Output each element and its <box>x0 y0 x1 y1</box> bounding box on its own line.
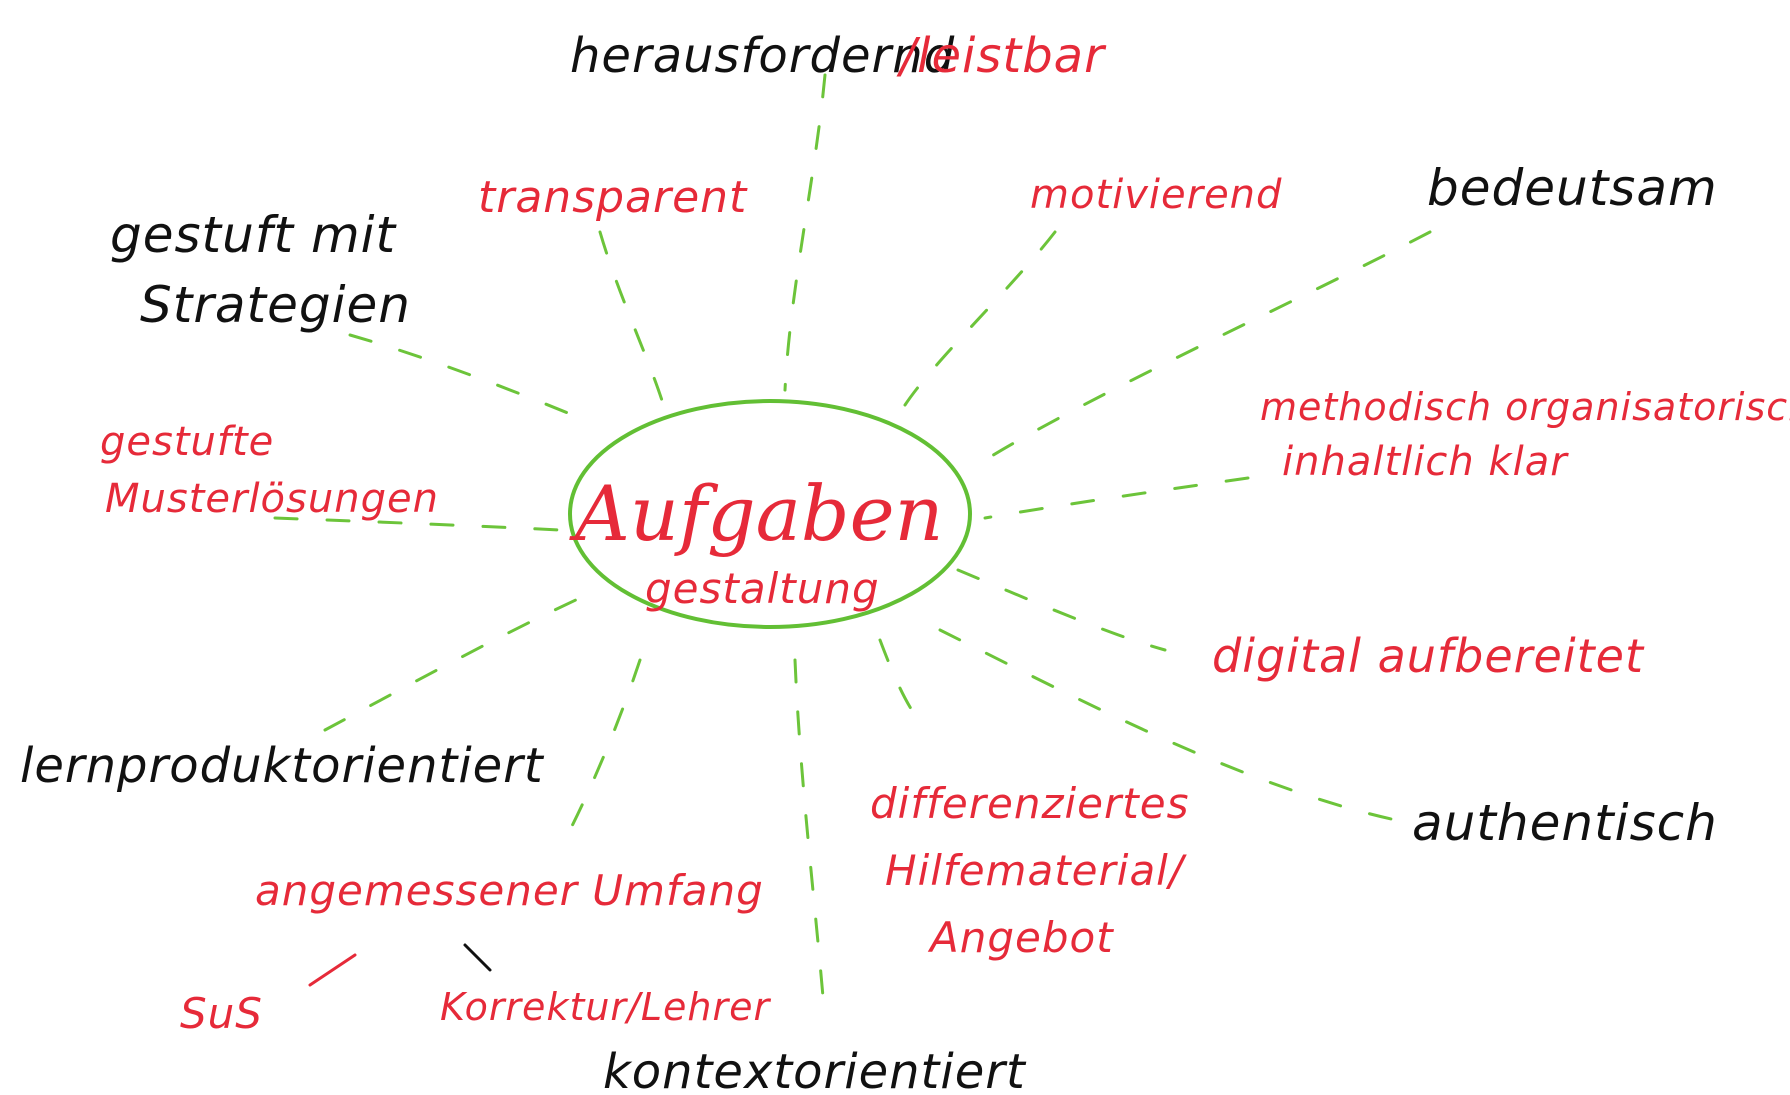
node-methodisch-line1: methodisch organisatorisch <box>1260 385 1790 429</box>
connector-kontext <box>793 658 827 1022</box>
node-leistbar: /leistbar <box>896 28 1107 84</box>
node-sus: SuS <box>180 989 263 1038</box>
connector-gestuft <box>348 333 582 420</box>
connector-digital <box>956 568 1167 652</box>
node-muster-line2: Musterlösungen <box>105 476 439 522</box>
node-transparent: transparent <box>478 172 748 223</box>
node-motivierend: motivierend <box>1030 172 1282 218</box>
center-title: Aufgaben <box>569 469 944 558</box>
node-gestuft-line2: Strategien <box>140 276 411 334</box>
node-kontext: kontextorientiert <box>603 1044 1027 1095</box>
connector-lernprodukt <box>323 596 582 732</box>
node-diff-line2: Hilfematerial/ <box>885 846 1187 895</box>
center-ellipse <box>568 399 972 629</box>
connector-diff <box>878 638 917 717</box>
connector-transparent <box>598 230 667 412</box>
connector-bedeutsam <box>983 230 1432 462</box>
node-gestuft-line1: gestuft mit <box>110 206 398 264</box>
node-diff-line3: Angebot <box>927 913 1114 962</box>
stroke-sus <box>308 953 357 987</box>
node-herausfordernd: herausfordernd <box>570 28 955 84</box>
connector-umfang <box>568 658 642 832</box>
connector-motivierend <box>903 230 1057 407</box>
node-bedeutsam: bedeutsam <box>1427 159 1718 217</box>
connectors <box>273 73 1432 1022</box>
node-authentisch: authentisch <box>1412 794 1718 852</box>
connector-herausfordernd <box>783 73 827 392</box>
stroke-korrektur <box>463 943 492 972</box>
node-korrektur: Korrektur/Lehrer <box>440 985 771 1029</box>
node-diff-line1: differenziertes <box>870 779 1189 828</box>
center-subtitle: gestaltung <box>645 564 880 613</box>
node-methodisch-line2: inhaltlich klar <box>1282 439 1569 485</box>
node-digital: digital aufbereitet <box>1212 629 1645 683</box>
connector-authentisch <box>938 628 1407 824</box>
node-lernprodukt: lernproduktorientiert <box>20 738 545 794</box>
node-muster-line1: gestufte <box>100 419 274 465</box>
node-umfang: angemessener Umfang <box>255 866 764 915</box>
connector-methodisch <box>983 476 1250 520</box>
